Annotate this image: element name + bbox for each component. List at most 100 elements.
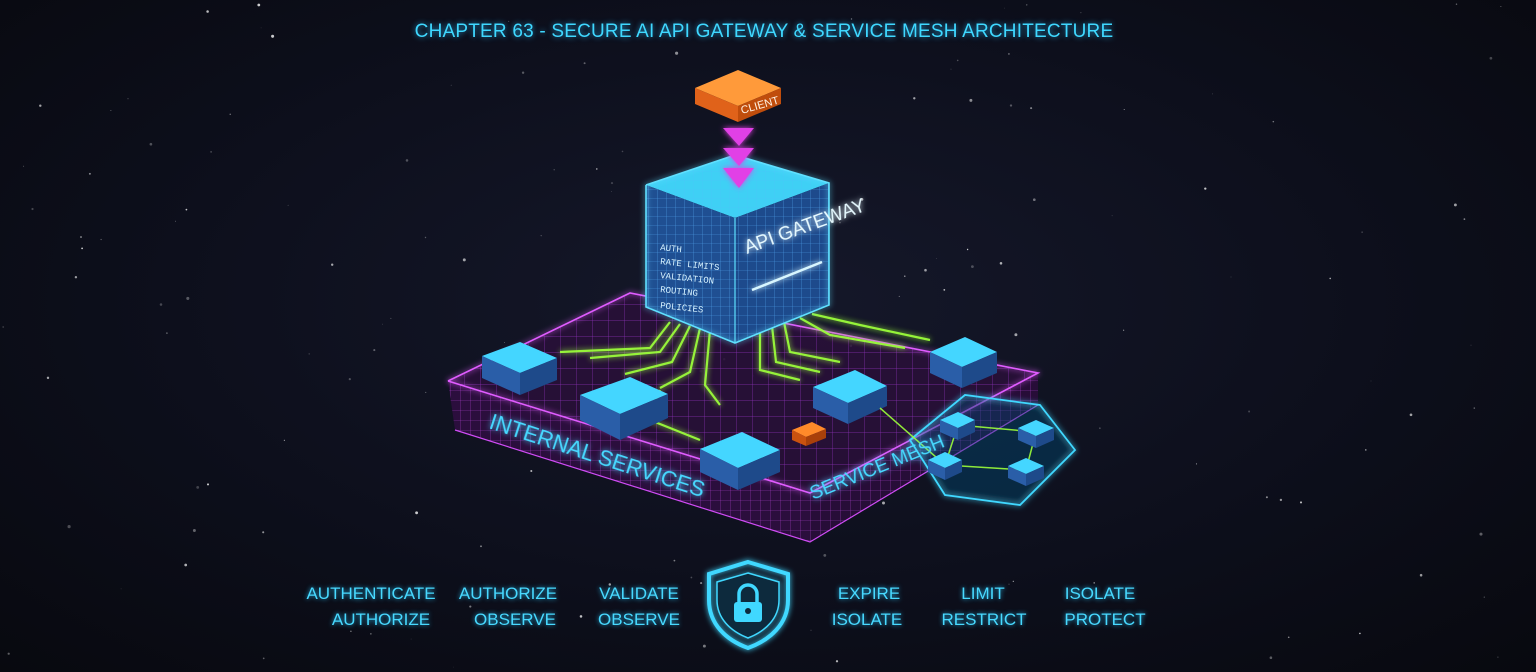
star — [262, 657, 265, 660]
star — [1365, 449, 1367, 451]
star — [1279, 498, 1283, 502]
star — [405, 159, 409, 162]
star — [1359, 632, 1361, 635]
star — [1012, 580, 1014, 582]
keyword-restrict: RESTRICT — [941, 610, 1027, 629]
star — [1329, 277, 1331, 280]
star — [1361, 231, 1363, 233]
star — [1003, 7, 1005, 9]
star — [462, 258, 466, 262]
keyword-isolate: ISOLATE — [1064, 584, 1136, 603]
star — [1272, 120, 1275, 123]
service-node-2 — [580, 377, 668, 440]
star — [39, 104, 42, 107]
star — [410, 638, 412, 640]
star — [810, 629, 812, 631]
star — [271, 34, 275, 38]
chevron-down-icon — [723, 168, 754, 188]
star — [966, 248, 969, 251]
service-node-4 — [813, 370, 887, 424]
star — [348, 378, 351, 381]
star — [159, 303, 163, 306]
star — [120, 588, 122, 590]
star — [823, 554, 827, 557]
star — [936, 258, 938, 259]
star — [192, 529, 196, 532]
mesh-node-c — [928, 452, 962, 480]
service-node-5 — [930, 337, 997, 388]
star — [1497, 656, 1499, 658]
star — [608, 583, 612, 586]
star — [350, 630, 352, 633]
star — [675, 51, 679, 55]
star — [1009, 104, 1013, 107]
star — [882, 501, 885, 505]
small-router-node — [792, 422, 826, 446]
star — [1299, 501, 1303, 504]
star — [1204, 187, 1207, 190]
service-node-3 — [700, 432, 780, 490]
star — [839, 222, 841, 224]
star — [149, 142, 153, 146]
star — [1455, 3, 1458, 5]
star — [579, 615, 583, 618]
star — [1463, 218, 1466, 220]
star — [690, 576, 693, 579]
star — [1489, 56, 1493, 60]
lock-shield-icon — [707, 559, 790, 651]
keyword-isolate-2: ISOLATE — [831, 610, 903, 629]
star — [185, 208, 188, 211]
keyword-observe: OBSERVE — [474, 610, 556, 629]
star — [850, 18, 853, 20]
star — [210, 151, 212, 153]
star — [184, 563, 188, 567]
star — [308, 353, 310, 355]
star — [1500, 5, 1502, 7]
request-flow-arrows — [723, 128, 754, 188]
star — [23, 165, 25, 167]
star — [331, 263, 334, 266]
star — [1265, 496, 1268, 499]
star — [969, 98, 973, 102]
star — [904, 275, 906, 277]
star — [1099, 427, 1101, 429]
star — [424, 236, 427, 239]
gateway-feature-1: AUTH — [660, 243, 683, 255]
star — [1230, 276, 1232, 278]
star — [1409, 413, 1413, 417]
star — [1248, 410, 1251, 413]
keyword-protect: PROTECT — [1064, 610, 1146, 629]
star — [469, 605, 472, 608]
star — [74, 276, 78, 279]
star — [257, 3, 261, 7]
star — [262, 531, 265, 534]
star — [1080, 12, 1082, 14]
star — [370, 633, 372, 635]
star — [1473, 407, 1476, 409]
star — [67, 525, 71, 529]
star — [1007, 52, 1010, 55]
keyword-validate: VALIDATE — [599, 584, 679, 603]
star — [1211, 93, 1214, 95]
star — [1287, 636, 1290, 639]
star — [1453, 203, 1457, 207]
star — [758, 36, 760, 39]
client-node — [695, 70, 781, 122]
star — [956, 59, 959, 62]
star — [229, 113, 231, 115]
star — [1032, 198, 1036, 202]
star — [100, 238, 102, 241]
star — [1123, 329, 1125, 331]
star — [1370, 380, 1372, 382]
page-title: CHAPTER 63 - SECURE AI API GATEWAY & SER… — [414, 21, 1114, 42]
star — [425, 391, 427, 393]
service-node-1 — [482, 342, 557, 395]
keyword-authorize-2: AUTHORIZE — [331, 610, 431, 629]
star — [621, 150, 624, 153]
star — [283, 439, 285, 441]
star — [530, 469, 533, 473]
star — [382, 323, 383, 325]
star — [287, 204, 289, 206]
star — [480, 545, 482, 548]
star — [46, 376, 50, 380]
